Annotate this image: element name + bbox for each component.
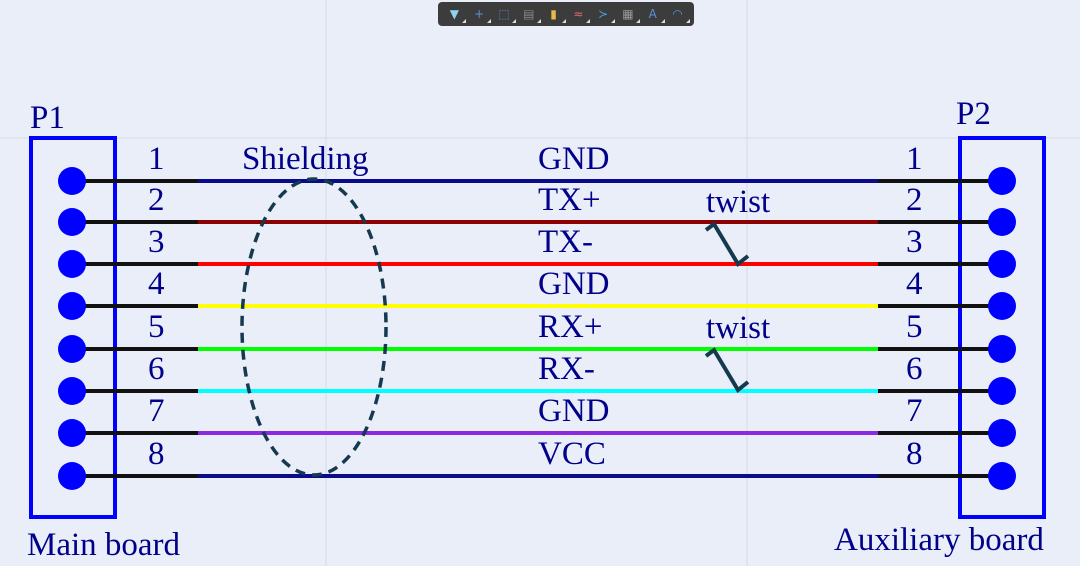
left-pin-4[interactable] — [58, 292, 86, 320]
right-pin-number: 7 — [906, 393, 923, 429]
signal-label: GND — [538, 266, 610, 302]
right-pin-number: 8 — [906, 436, 923, 472]
crosshair-icon[interactable]: + — [469, 5, 492, 23]
left-pin-number: 2 — [148, 182, 165, 218]
right-pin-6[interactable] — [988, 377, 1016, 405]
shielding-ellipse — [240, 177, 388, 477]
right-pin-8[interactable] — [988, 462, 1016, 490]
left-connector-designator: P1 — [30, 100, 65, 136]
text-icon[interactable]: A — [643, 5, 665, 23]
twist-label-tx: twist — [706, 184, 771, 220]
twist-label-rx: twist — [706, 310, 771, 346]
left-pin-number: 8 — [148, 436, 165, 472]
signal-label: TX- — [538, 224, 593, 260]
signal-label: VCC — [538, 436, 606, 472]
right-connector-designator: P2 — [956, 96, 991, 132]
arc-icon[interactable]: ◠ — [668, 5, 690, 23]
component-icon[interactable]: ▮ — [544, 5, 566, 23]
left-pin-7[interactable] — [58, 419, 86, 447]
right-pin-number: 3 — [906, 224, 923, 260]
wire-icon[interactable]: ≈ — [568, 5, 591, 23]
left-pin-number: 6 — [148, 351, 165, 387]
right-pin-number: 1 — [906, 141, 923, 177]
twist-marker-tx — [704, 221, 750, 267]
right-pin-number: 5 — [906, 309, 923, 345]
left-connector-body[interactable] — [29, 136, 117, 519]
right-pin-number: 2 — [906, 182, 923, 218]
right-connector-body[interactable] — [958, 136, 1046, 519]
right-pin-2[interactable] — [988, 208, 1016, 236]
left-connector-label: Main board — [27, 527, 181, 563]
left-pin-6[interactable] — [58, 377, 86, 405]
left-pin-number: 7 — [148, 393, 165, 429]
left-pin-8[interactable] — [58, 462, 86, 490]
right-pin-3[interactable] — [988, 250, 1016, 278]
right-pin-7[interactable] — [988, 419, 1016, 447]
left-pin-2[interactable] — [58, 208, 86, 236]
align-icon[interactable]: ▤ — [519, 5, 541, 23]
right-pin-5[interactable] — [988, 335, 1016, 363]
left-pin-number: 1 — [148, 141, 165, 177]
signal-label: TX+ — [538, 182, 601, 218]
left-pin-number: 4 — [148, 266, 165, 302]
right-pin-1[interactable] — [988, 167, 1016, 195]
filter-icon[interactable]: ▼ — [444, 5, 467, 23]
signal-label: RX- — [538, 351, 595, 387]
signal-label: GND — [538, 141, 610, 177]
right-pin-number: 6 — [906, 351, 923, 387]
right-pin-4[interactable] — [988, 292, 1016, 320]
right-connector-label: Auxiliary board — [834, 522, 1044, 558]
left-pin-number: 5 — [148, 309, 165, 345]
left-pin-number: 3 — [148, 224, 165, 260]
toolbar: ▼+⬚▤▮≈≻▦A◠ — [438, 2, 694, 26]
signal-label: RX+ — [538, 309, 603, 345]
net-icon[interactable]: ≻ — [593, 5, 616, 23]
left-pin-1[interactable] — [58, 167, 86, 195]
left-pin-5[interactable] — [58, 335, 86, 363]
select-rect-icon[interactable]: ⬚ — [494, 5, 516, 23]
shielding-label: Shielding — [242, 141, 369, 177]
left-pin-3[interactable] — [58, 250, 86, 278]
port-icon[interactable]: ▦ — [618, 5, 640, 23]
right-pin-number: 4 — [906, 266, 923, 302]
signal-label: GND — [538, 393, 610, 429]
twist-marker-rx — [704, 347, 750, 393]
